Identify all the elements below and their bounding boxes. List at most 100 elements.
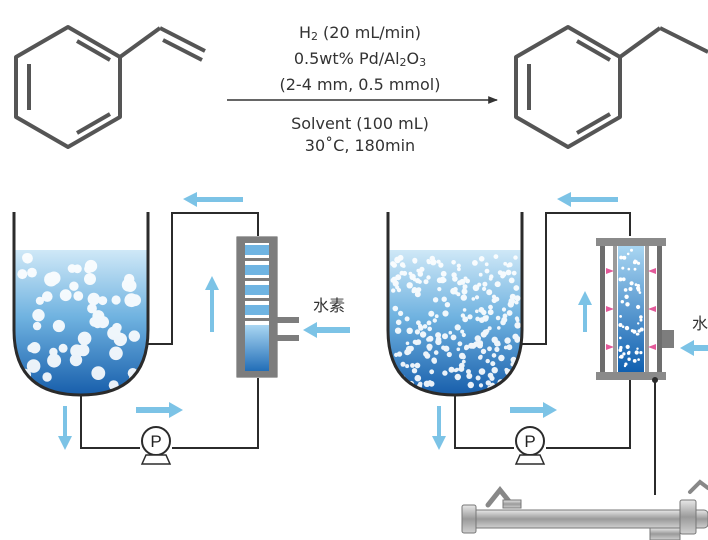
bubble [620, 300, 624, 304]
bubble [495, 315, 501, 321]
bubble [416, 287, 422, 293]
bubble [482, 281, 488, 287]
bubble [448, 366, 455, 373]
bubble [475, 375, 481, 381]
bubble [456, 347, 461, 352]
bubble [504, 337, 511, 344]
bubble [451, 272, 457, 278]
bubble [460, 354, 466, 360]
bubble [636, 304, 641, 310]
bubble [636, 284, 641, 288]
bubble [429, 369, 435, 375]
left-tank-wall [12, 212, 150, 397]
bubble [506, 344, 513, 351]
bubble [514, 300, 519, 305]
bubble [27, 344, 36, 353]
bubble [405, 341, 410, 346]
bubble [412, 277, 417, 282]
bubble [414, 329, 420, 335]
left-column [236, 236, 299, 378]
bubble [404, 349, 411, 356]
bubble [484, 315, 489, 320]
bubble [451, 260, 456, 265]
bubble [462, 316, 469, 323]
bubble [501, 307, 507, 312]
bubble [417, 271, 424, 277]
bubble [627, 350, 631, 354]
bubble [98, 296, 108, 306]
bubble [639, 351, 643, 355]
bubble [457, 341, 463, 347]
bubble [630, 248, 633, 252]
bubble [414, 291, 421, 298]
bubble [58, 343, 68, 353]
bubble [475, 316, 480, 322]
bubble [401, 264, 406, 268]
bubble [429, 255, 435, 262]
right-flow-arrows [432, 192, 708, 450]
bubble [639, 318, 643, 322]
bubble [444, 302, 451, 308]
bubble [96, 316, 109, 329]
ethylbenzene-molecule [514, 25, 708, 149]
bubble [487, 326, 492, 331]
bubble [629, 281, 634, 286]
bubble [448, 330, 453, 335]
bubble [636, 347, 639, 350]
bubble [484, 262, 489, 267]
bubble [51, 356, 60, 365]
bubble [618, 277, 623, 282]
bubble [398, 310, 404, 316]
bubble [514, 316, 520, 321]
bubble [491, 367, 498, 374]
bubble [395, 285, 400, 290]
bubble [621, 266, 625, 270]
bubble [467, 314, 473, 320]
bubble [432, 318, 437, 323]
bubble [624, 325, 630, 331]
bubble [453, 368, 458, 373]
bubble [59, 289, 72, 302]
bubble [87, 292, 101, 306]
bubble [390, 261, 396, 267]
bubble [404, 316, 410, 322]
bubble [630, 329, 635, 333]
bubble [419, 266, 425, 272]
bubble [396, 351, 403, 357]
bubble [482, 286, 487, 291]
bubble [625, 344, 630, 349]
bubble [457, 267, 461, 272]
bubble [506, 310, 513, 316]
bubble [412, 259, 418, 264]
bubble [493, 254, 499, 259]
bubble [511, 270, 517, 276]
bubble [419, 331, 427, 338]
bubble [618, 323, 623, 327]
bubble [478, 383, 484, 388]
bubble [464, 344, 470, 350]
pink-flow-arrows [606, 268, 656, 350]
bubble [478, 272, 483, 277]
bubble [35, 296, 45, 305]
solvent-text: Solvent (100 mL) [291, 114, 429, 133]
bubble [488, 304, 493, 310]
bubble [392, 385, 396, 390]
bubble [456, 263, 461, 268]
bubble [482, 329, 489, 336]
bubble [442, 278, 447, 283]
bubble [507, 262, 513, 268]
bubble [400, 361, 406, 367]
bubble [22, 252, 33, 264]
bubble [621, 325, 625, 329]
left-pump-label: P [150, 432, 161, 451]
bubble [435, 338, 442, 346]
bubble [442, 310, 449, 317]
bubble [109, 346, 123, 361]
bubble [460, 329, 465, 334]
bubble [619, 315, 622, 318]
left-tank-bubbles [17, 252, 142, 391]
bubble [627, 267, 631, 271]
bubble [633, 259, 637, 263]
bubble [426, 320, 432, 326]
